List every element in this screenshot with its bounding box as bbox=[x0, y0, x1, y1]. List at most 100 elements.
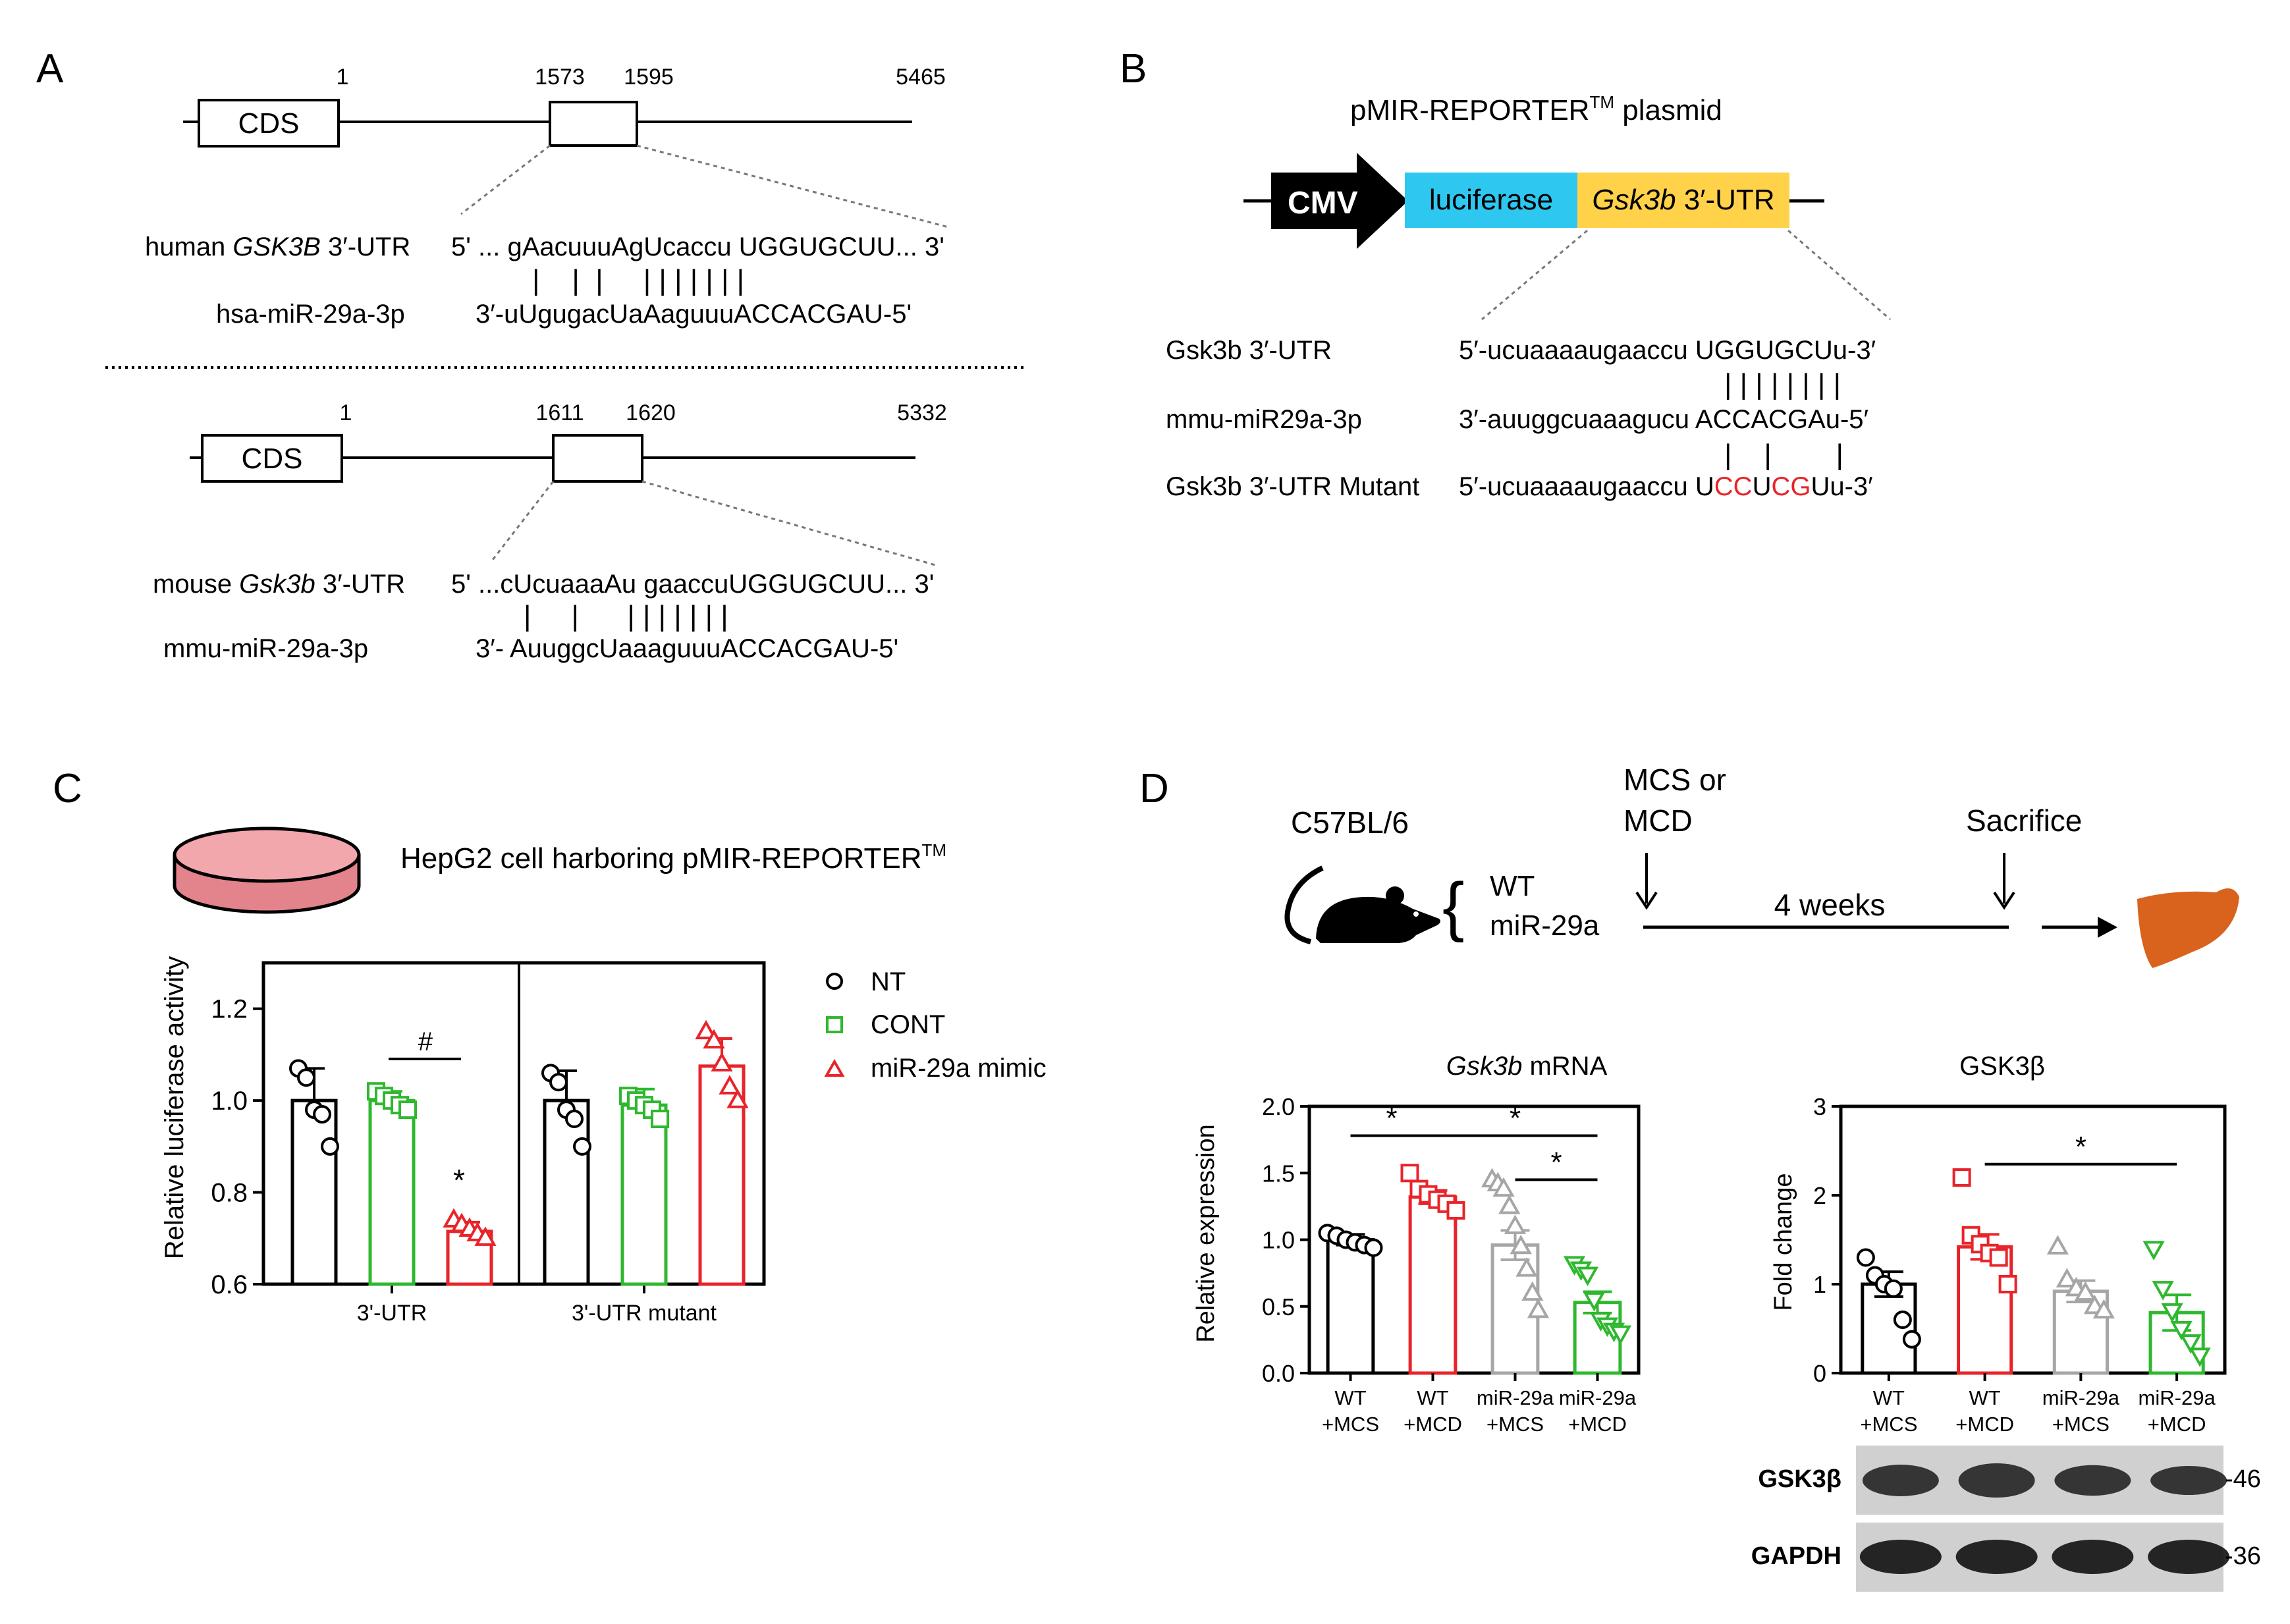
data-point bbox=[2170, 1320, 2193, 1341]
pairing-bars: | | | | | | | | bbox=[1724, 368, 1841, 400]
mir-label: mmu-miR-29a-3p bbox=[163, 634, 368, 663]
position-label: 5332 bbox=[897, 400, 947, 425]
data-point bbox=[549, 1073, 568, 1092]
bar bbox=[1408, 1195, 1458, 1375]
significance-hash: # bbox=[418, 1027, 433, 1056]
diet-label: MCS or bbox=[1623, 763, 1726, 797]
ylabel-relative-expression: Relative expression bbox=[1192, 1124, 1220, 1343]
utr-target-box bbox=[549, 101, 638, 147]
panel-letter-b: B bbox=[1120, 46, 1147, 92]
data-point bbox=[313, 1105, 331, 1124]
plot-frame bbox=[261, 961, 766, 1286]
ylabel-luciferase: Relative luciferase activity bbox=[160, 956, 189, 1259]
utr-sequence: 5' ... gAacuuuAgUcaccu UGGUGCUU... 3' bbox=[451, 232, 944, 261]
x-tick-label: +MCD bbox=[2148, 1413, 2206, 1436]
x-tick-label: +MCS bbox=[1322, 1413, 1379, 1436]
mouse-icon bbox=[1284, 865, 1440, 944]
liver-icon bbox=[2137, 888, 2239, 968]
panel-d: D C57BL/6 { WT miR-29a MCS or MCD 4 week… bbox=[1139, 763, 2261, 1592]
data-point bbox=[2092, 1299, 2115, 1319]
blot-label-gsk3b: GSK3β bbox=[1758, 1465, 1841, 1493]
genotype-label: miR-29a bbox=[1490, 909, 1600, 942]
sequence-label: mmu-miR29a-3p bbox=[1166, 405, 1362, 434]
gsk3b-mrna-bar-chart: 0.00.51.01.52.0WT+MCSWT+MCDmiR-29a+MCSmi… bbox=[1262, 1093, 1641, 1436]
data-point bbox=[695, 1019, 717, 1040]
position-label: 1573 bbox=[535, 65, 585, 90]
human-gene-map: CDS 1 1573 1595 5465 human GSK3B 3′-UTR … bbox=[145, 65, 949, 329]
position-label: 1 bbox=[337, 65, 349, 90]
data-point bbox=[1989, 1248, 2008, 1267]
utr-label: mouse Gsk3b 3′-UTR bbox=[153, 570, 405, 599]
y-tick-label: 1.0 bbox=[211, 1087, 248, 1116]
zoom-guide bbox=[460, 144, 551, 215]
blot-band-gsk3b bbox=[1862, 1465, 1939, 1496]
utr-target-box bbox=[552, 434, 643, 483]
mouse-gene-map: CDS 1 1611 1620 5332 mouse Gsk3b 3′-UTR … bbox=[153, 400, 947, 663]
data-point bbox=[1893, 1311, 1912, 1329]
panel-a: A CDS 1 1573 1595 5465 human GSK3B 3′-UT… bbox=[36, 46, 1024, 663]
blot-band-gapdh bbox=[1859, 1540, 1942, 1574]
y-tick-label: 1.0 bbox=[1262, 1227, 1295, 1254]
panel-letter-d: D bbox=[1139, 766, 1169, 811]
legend-marker-cont bbox=[826, 1016, 843, 1033]
utr-label: human GSK3B 3′-UTR bbox=[145, 232, 410, 261]
panel-c: C HepG2 cell harboring pMIR-REPORTERTM 0… bbox=[53, 766, 1047, 1326]
data-point bbox=[1998, 1275, 2017, 1293]
data-point bbox=[2142, 1241, 2165, 1260]
data-point bbox=[1583, 1292, 1606, 1312]
data-point bbox=[1498, 1195, 1521, 1214]
chart-title-protein: GSK3β bbox=[1959, 1052, 2045, 1081]
cell-label: HepG2 cell harboring pMIR-REPORTERTM bbox=[400, 840, 946, 875]
significance-star: * bbox=[453, 1163, 465, 1197]
sacrifice-label: Sacrifice bbox=[1966, 803, 2082, 838]
y-tick-label: 0.0 bbox=[1262, 1360, 1295, 1387]
legend: NT CONT miR-29a mimic bbox=[824, 967, 1047, 1083]
data-point bbox=[2046, 1235, 2069, 1255]
significance-star: * bbox=[2075, 1131, 2086, 1163]
y-tick-label: 0.6 bbox=[211, 1270, 248, 1299]
data-point bbox=[1527, 1298, 1550, 1318]
data-point bbox=[2152, 1281, 2174, 1301]
y-tick-label: 0.8 bbox=[211, 1179, 248, 1208]
data-point bbox=[1609, 1325, 1632, 1345]
data-point bbox=[1492, 1177, 1515, 1197]
plot-frame bbox=[1839, 1104, 2227, 1375]
data-point bbox=[565, 1110, 584, 1129]
significance-star: * bbox=[1386, 1102, 1397, 1135]
culture-dish-icon bbox=[173, 826, 361, 914]
brace: { bbox=[1442, 869, 1464, 943]
legend-label-cont: CONT bbox=[871, 1010, 945, 1039]
data-point bbox=[1400, 1164, 1419, 1183]
data-point bbox=[1510, 1234, 1532, 1255]
strain-label: C57BL/6 bbox=[1291, 805, 1409, 840]
data-point bbox=[2189, 1347, 2211, 1367]
zoom-guide bbox=[1481, 229, 1588, 321]
bar bbox=[543, 1098, 590, 1286]
data-point bbox=[2074, 1281, 2096, 1301]
zoom-guide bbox=[1787, 229, 1891, 321]
duration-label: 4 weeks bbox=[1774, 888, 1886, 922]
zoom-guide bbox=[491, 481, 555, 560]
y-tick-label: 2 bbox=[1813, 1182, 1826, 1209]
bar bbox=[1326, 1238, 1375, 1375]
position-label: 5465 bbox=[896, 65, 946, 90]
data-point bbox=[297, 1068, 315, 1087]
ylabel-fold-change: Fold change bbox=[1770, 1173, 1797, 1311]
result-arrowhead bbox=[2098, 917, 2117, 938]
sequence-label: Gsk3b 3′-UTR Mutant bbox=[1166, 472, 1419, 501]
x-tick-label: WT bbox=[1334, 1386, 1366, 1409]
data-point bbox=[711, 1052, 733, 1071]
luciferase-label: luciferase bbox=[1429, 184, 1553, 216]
x-tick-label: +MCS bbox=[2052, 1413, 2110, 1436]
plasmid-title: pMIR-REPORTERTM plasmid bbox=[1350, 92, 1722, 126]
diet-start-arrowhead bbox=[1635, 891, 1658, 910]
kda-marker-36: -36 bbox=[2225, 1542, 2261, 1570]
pairing-bars: | | | | | | | | | bbox=[524, 600, 728, 632]
significance-star: * bbox=[1510, 1102, 1521, 1135]
utr-block bbox=[1577, 173, 1789, 228]
data-point bbox=[1521, 1281, 1544, 1301]
panel-letter-c: C bbox=[53, 766, 82, 811]
y-tick-label: 2.0 bbox=[1262, 1093, 1295, 1120]
